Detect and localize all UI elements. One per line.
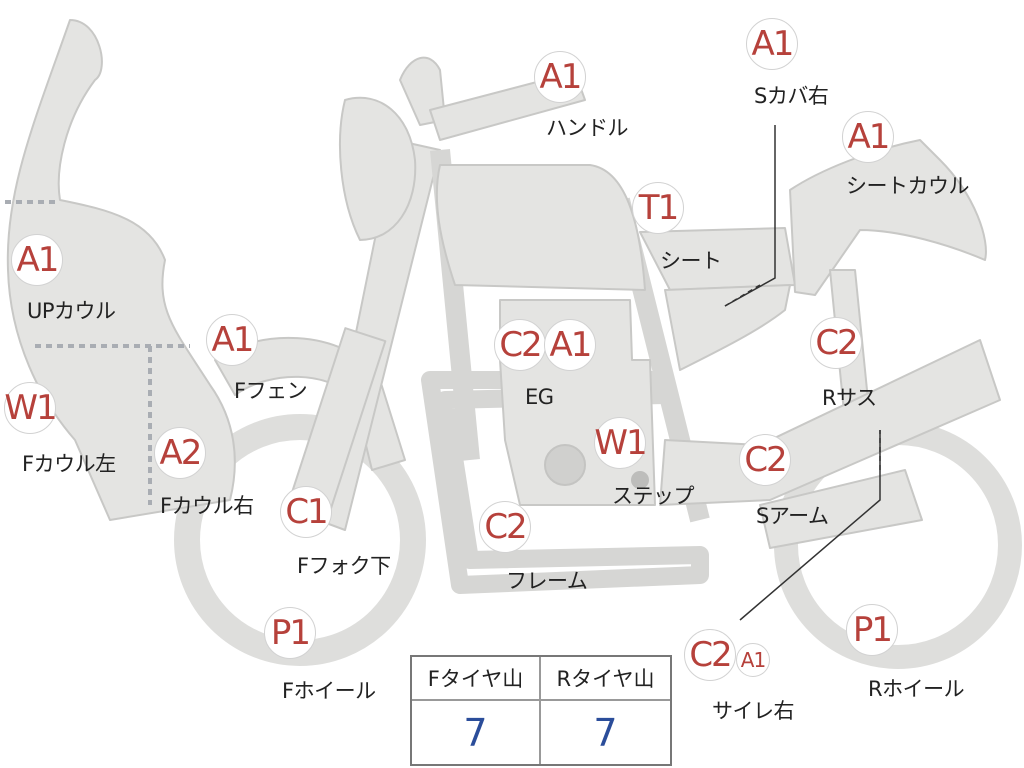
tire-tread-table: Fタイヤ山 Rタイヤ山 7 7 [410,655,672,766]
s-cover-right-code-badge: A1 [746,18,798,70]
step-label: ステップ [612,484,695,508]
f-cowl-left-label: Fカウル左 [22,452,116,476]
seat-cowl-code-badge: A1 [842,111,894,163]
r-suspension-label: Rサス [822,386,877,410]
r-wheel-code-badge: P1 [846,604,898,656]
silencer-right-code-badge-2: A1 [736,643,770,677]
r-wheel-label: Rホイール [868,677,965,701]
step-peg-shape-1 [631,471,649,489]
side-cover-shape [664,284,791,371]
s-arm-code-badge: C2 [739,434,791,486]
f-wheel-code-badge: P1 [264,607,316,659]
silencer-right-code-badge: C2 [684,629,736,681]
frame-label: フレーム [506,569,588,593]
up-cowl-label: UPカウル [27,299,116,323]
f-wheel-label: Fホイール [282,679,376,703]
up-cowl-code-badge: A1 [11,234,63,286]
silencer-leader [739,430,881,621]
eg-code-badge: C2 [494,319,546,371]
seat-label: シート [660,249,722,273]
front-tire-header: Fタイヤ山 [412,657,541,701]
f-fender-code-badge: A1 [206,314,258,366]
s-cover-leader-dash [724,284,761,307]
step-code-badge: W1 [594,417,648,469]
frame-code-badge: C2 [479,501,531,553]
r-suspension-code-badge: C2 [810,317,862,369]
f-cowl-right-code-badge: A2 [154,427,206,479]
handle-code-badge: A1 [534,51,586,103]
silencer-shape [759,469,923,549]
seat-cowl-label: シートカウル [846,174,970,198]
f-fork-lower-label: Fフォク下 [297,554,391,578]
f-fork-lower-code-badge: C1 [280,486,332,538]
eg-label: EG [525,385,554,409]
front-cowl-shape [6,19,236,521]
seat-code-badge: T1 [632,182,684,234]
f-cowl-right-label: Fカウル右 [160,494,254,518]
tank-shape [435,164,646,291]
s-arm-label: Sアーム [756,504,829,528]
headlight-shape [339,96,417,241]
s-cover-right-label: Sカバ右 [754,84,829,108]
f-fender-label: Fフェン [234,379,308,403]
eg-code-badge-2: A1 [544,319,596,371]
seat-cowl-shape [789,139,987,296]
silencer-right-label: サイレ右 [712,699,795,723]
front-tire-value: 7 [412,701,541,764]
engine-cover-shape [544,444,586,486]
rear-tire-value: 7 [593,710,618,755]
handle-label: ハンドル [546,116,629,140]
f-cowl-left-code-badge: W1 [4,382,58,434]
rear-tire-header: Rタイヤ山 [541,657,670,701]
